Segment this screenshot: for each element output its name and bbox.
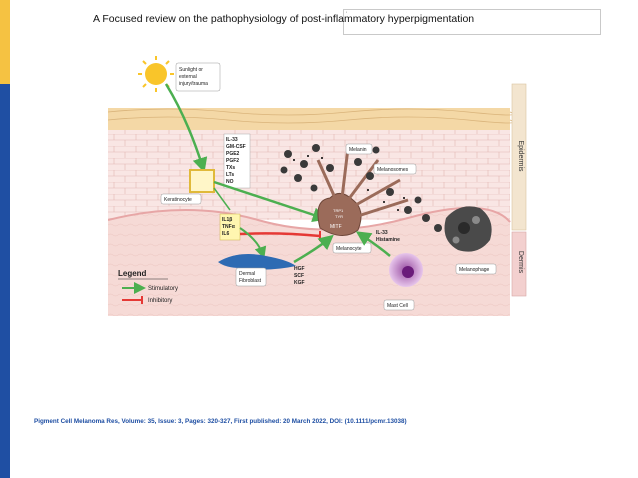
growth-factor: KGF (294, 280, 305, 286)
mast-cell-label-box (383, 299, 415, 311)
melanosome-cluster (280, 144, 442, 232)
sun-label-line2: external (179, 74, 197, 80)
accent-bar-blue (0, 84, 10, 478)
growth-factor: SCF (294, 273, 304, 279)
sun-label-line1: Sunlight or (179, 67, 203, 73)
stim-arrow-fibroblast (293, 234, 334, 264)
inflam-item: TNFα (222, 224, 236, 230)
fibroblast-label-line2: Fibroblast (239, 278, 262, 284)
mediator-item: PGF2 (226, 158, 239, 164)
melanophage-cell (444, 206, 492, 252)
dermis-layer (108, 207, 510, 316)
mediator-item: GM-CSF (226, 144, 246, 150)
epidermis-label: Epidermis (517, 140, 524, 172)
sun-label-line3: injury/trauma (179, 81, 208, 87)
accent-bar-yellow (0, 0, 10, 84)
dermis-label: Dermis (517, 251, 524, 274)
epidermis-layer (108, 130, 510, 220)
inflam-mediators-box (219, 213, 241, 241)
keratinocyte-cell (189, 169, 215, 193)
slide-title: A Focused review on the pathophysiology … (93, 13, 475, 25)
melanophage-label: Melanophage (459, 267, 490, 273)
legend-stimulatory-label: Stimulatory (148, 286, 178, 292)
mediator-item: TXs (226, 165, 235, 171)
mast-cell (389, 253, 423, 287)
keratinocyte-label: Keratinocyte (164, 197, 192, 203)
mediator-item: LTs (226, 172, 234, 178)
sun-arrow (164, 83, 208, 173)
fibroblast-label-box (235, 267, 267, 287)
mast-mediator: IL-33 (376, 230, 388, 236)
legend-title: Legend (118, 269, 147, 278)
fibroblast-cell (218, 254, 296, 270)
epidermis-bar (511, 83, 527, 231)
melanophage-label-box (455, 263, 497, 275)
mast-mediator: Histamine (376, 237, 400, 243)
mast-cell-label: Mast Cell (387, 303, 408, 309)
title-box: ▪ (343, 9, 601, 35)
pathophysiology-figure: Epidermis Dermis Sunlight or external in… (108, 50, 528, 316)
mediator-item: IL-33 (226, 137, 238, 143)
inflam-item: IL6 (222, 231, 229, 237)
keratinocyte-label-box (160, 193, 202, 205)
trp1-label: TRP1 (333, 208, 344, 213)
inflam-item: IL1β (222, 217, 232, 223)
tyr-label: TYR (335, 214, 343, 219)
mediators-list: IL-33 GM-CSF PGE2 PGF2 TXs LTs NO (226, 137, 246, 185)
growth-factor: HGF (294, 266, 305, 272)
mediators-box (223, 133, 251, 189)
mediator-item: PGE2 (226, 151, 240, 157)
melanosomes-label: Melanosomes (377, 167, 409, 173)
dermis-bar (511, 231, 527, 297)
melanosomes-label-box (373, 163, 417, 175)
legend-inhibitory-label: Inhibitory (148, 298, 172, 304)
mitf-label: MITF (330, 224, 342, 230)
melanocyte-cell: TRP1 TYR MITF (316, 147, 409, 236)
fibroblast-label-line1: Dermal (239, 271, 255, 277)
stim-arrow-mast (355, 231, 391, 257)
melanocyte-label: Melanocyte (336, 246, 362, 252)
melanin-label: Melanin (349, 147, 367, 153)
title-box-caption: ▪ (346, 10, 348, 14)
stratum-corneum (108, 108, 510, 130)
stim-arrow-keratinocyte (213, 180, 328, 223)
melanin-label-box (345, 143, 373, 155)
citation: Pigment Cell Melanoma Res, Volume: 35, I… (34, 418, 407, 425)
mediator-item: NO (226, 179, 234, 185)
sun-label-box (175, 62, 221, 92)
